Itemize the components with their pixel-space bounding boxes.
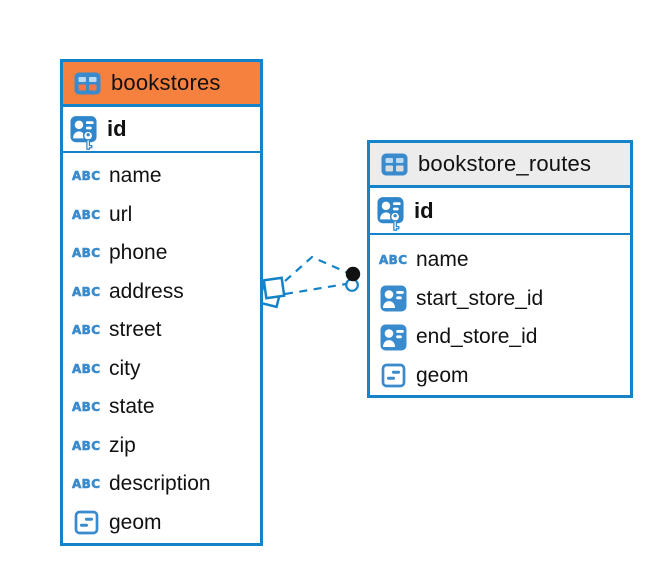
text-type-icon: ABC — [72, 169, 101, 184]
column-list: ABC name start_store_id — [370, 235, 630, 395]
column-name: street — [109, 318, 162, 342]
column-row-city[interactable]: ABC city — [63, 350, 260, 389]
column-row-zip[interactable]: ABC zip — [63, 427, 260, 466]
column-name: end_store_id — [416, 325, 538, 349]
text-type-icon: ABC — [72, 207, 101, 222]
table-header[interactable]: bookstore_routes — [370, 143, 630, 188]
text-type-icon: ABC — [72, 361, 101, 376]
table-grid-icon — [73, 72, 101, 95]
table-bookstores[interactable]: bookstores id ABC name — [60, 59, 263, 546]
one-side-marker[interactable] — [257, 276, 286, 309]
column-name: geom — [109, 510, 162, 534]
column-name: start_store_id — [416, 286, 544, 310]
primary-key-name: id — [107, 116, 127, 141]
column-name: state — [109, 395, 155, 419]
table-name: bookstore_routes — [418, 151, 592, 176]
column-name: description — [109, 472, 211, 496]
text-type-icon: ABC — [72, 323, 101, 338]
column-name: name — [109, 164, 162, 188]
text-type-icon: ABC — [72, 284, 101, 299]
text-type-icon: ABC — [72, 246, 101, 261]
primary-key-row[interactable]: id — [63, 107, 260, 153]
column-name: name — [416, 248, 469, 272]
column-name: phone — [109, 241, 168, 265]
user-reference-icon — [379, 285, 407, 312]
column-list: ABC name ABC url ABC phone ABC address A… — [63, 153, 260, 542]
column-row-name[interactable]: ABC name — [370, 241, 630, 280]
table-name: bookstores — [111, 70, 221, 95]
column-name: city — [109, 356, 141, 380]
text-type-icon: ABC — [72, 477, 101, 492]
column-name: zip — [109, 433, 136, 457]
column-row-geom[interactable]: geom — [370, 357, 630, 396]
table-grid-icon — [380, 153, 408, 176]
primary-key-user-icon — [70, 115, 98, 153]
column-row-geom[interactable]: geom — [63, 504, 260, 543]
table-bookstore-routes[interactable]: bookstore_routes id ABC name — [367, 140, 633, 398]
relationship-lines[interactable] — [284, 255, 349, 296]
table-header[interactable]: bookstores — [63, 62, 260, 107]
column-name: url — [109, 202, 133, 226]
column-name: geom — [416, 363, 469, 387]
relationship-line-upper[interactable] — [284, 255, 349, 282]
column-row-description[interactable]: ABC description — [63, 465, 260, 504]
text-type-icon: ABC — [72, 438, 101, 453]
column-row-phone[interactable]: ABC phone — [63, 234, 260, 273]
column-row-state[interactable]: ABC state — [63, 388, 260, 427]
many-side-marker[interactable] — [345, 266, 361, 292]
text-type-icon: ABC — [72, 400, 101, 415]
primary-key-name: id — [414, 197, 434, 223]
primary-key-row[interactable]: id — [370, 188, 630, 235]
primary-key-user-icon — [377, 196, 405, 234]
column-name: address — [109, 279, 184, 303]
geometry-note-icon — [72, 510, 100, 535]
column-row-end-store-id[interactable]: end_store_id — [370, 318, 630, 357]
column-row-name[interactable]: ABC name — [63, 157, 260, 196]
column-row-street[interactable]: ABC street — [63, 311, 260, 350]
geometry-note-icon — [379, 363, 407, 388]
relationship-line-lower[interactable] — [284, 282, 347, 296]
column-row-address[interactable]: ABC address — [63, 273, 260, 312]
column-row-url[interactable]: ABC url — [63, 196, 260, 235]
user-reference-icon — [379, 324, 407, 351]
text-type-icon: ABC — [379, 253, 408, 268]
column-row-start-store-id[interactable]: start_store_id — [370, 280, 630, 319]
